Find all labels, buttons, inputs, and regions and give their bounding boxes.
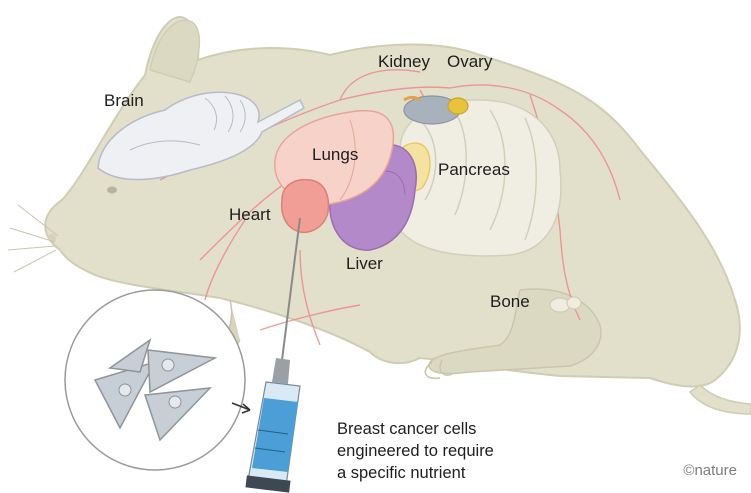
- label-pancreas: Pancreas: [438, 160, 510, 179]
- label-brain: Brain: [104, 91, 144, 110]
- label-kidney: Kidney: [378, 52, 430, 71]
- caption-line-3: a specific nutrient: [337, 464, 466, 482]
- heart-organ: [280, 178, 330, 234]
- caption: Breast cancer cells engineered to requir…: [337, 418, 494, 484]
- label-ovary: Ovary: [447, 52, 493, 71]
- ovary-organ: [447, 97, 469, 115]
- caption-line-1: Breast cancer cells: [337, 420, 477, 438]
- label-lungs: Lungs: [312, 145, 359, 164]
- nature-credit: ©nature: [683, 462, 737, 479]
- cell-magnifier: [64, 289, 251, 471]
- caption-line-2: engineered to require: [337, 442, 494, 460]
- label-liver: Liver: [346, 254, 383, 273]
- syringe: [245, 217, 301, 493]
- label-bone: Bone: [490, 292, 530, 311]
- label-heart: Heart: [229, 205, 271, 224]
- brain-organ: [97, 91, 305, 181]
- bone-organ: [549, 296, 582, 313]
